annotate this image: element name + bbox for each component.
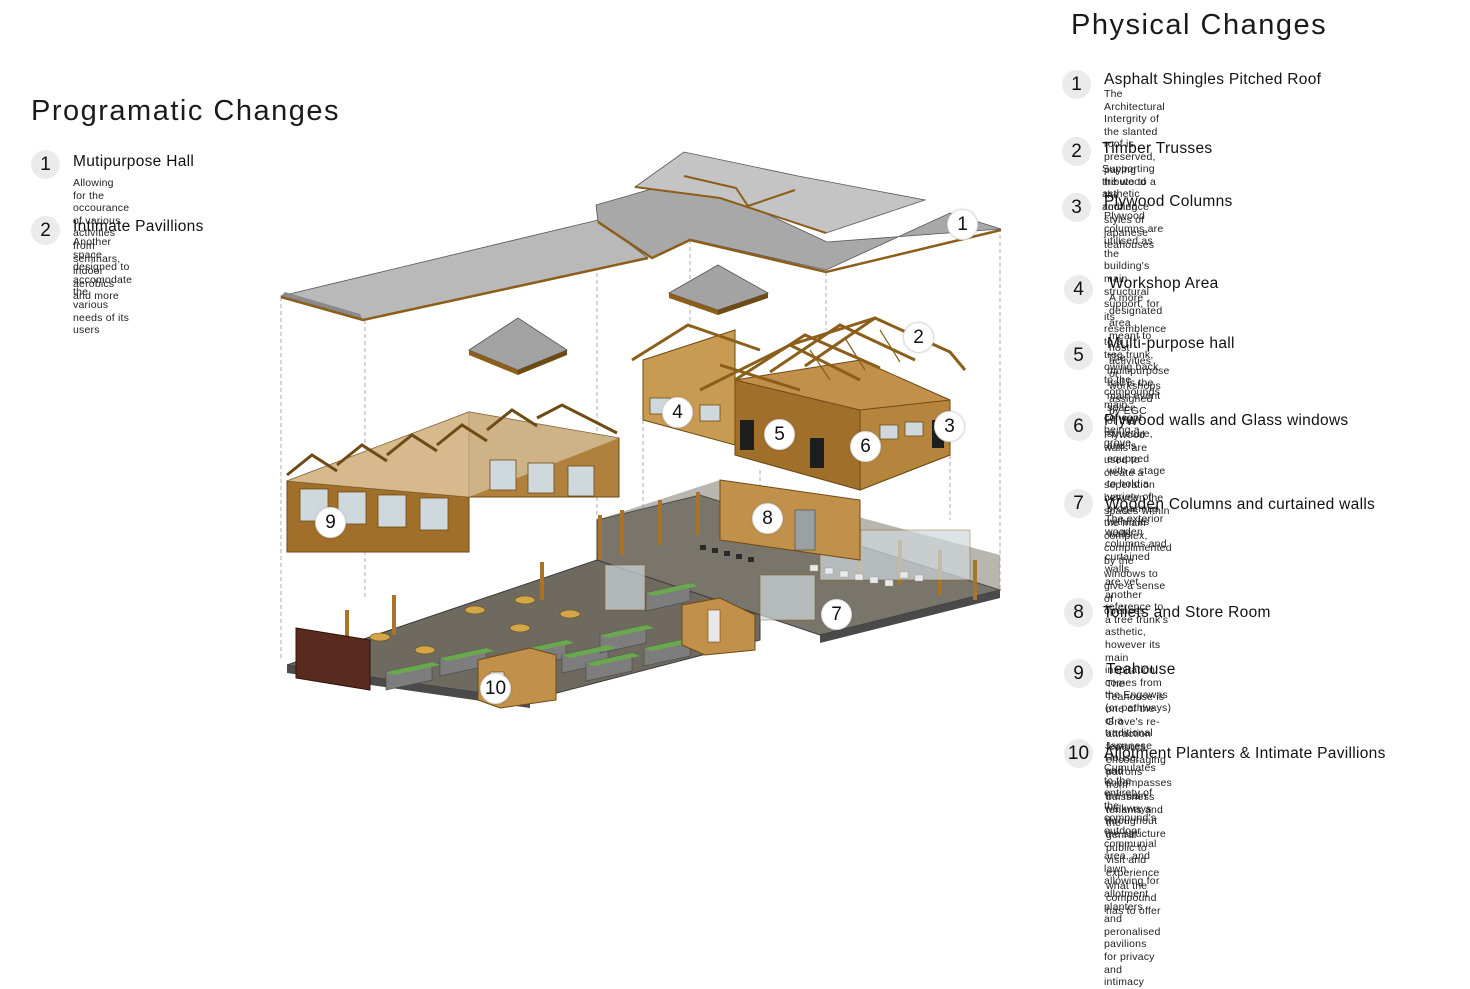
diagram-callout-2: 2: [903, 322, 934, 353]
number-badge: 9: [1064, 659, 1093, 688]
teahouse-pyramid-roof: [468, 317, 568, 375]
item-description: The Architectural Intergrity of the slan…: [1104, 88, 1165, 252]
diagram-callout-4: 4: [662, 397, 693, 428]
item-description: Plywood columns are utilised as the buil…: [1104, 210, 1167, 449]
number-badge: 3: [1062, 193, 1091, 222]
item-title: Teahouse: [1106, 661, 1176, 678]
item-description: A more designated area meant to host act…: [1109, 292, 1163, 418]
diagram-callout-7: 7: [821, 599, 852, 630]
number-badge: 6: [1064, 412, 1093, 441]
item-title: Plywood walls and Glass windows: [1104, 412, 1349, 429]
diagram-callout-6: 6: [850, 431, 881, 462]
item-title: Toilets and Store Room: [1103, 604, 1271, 621]
main-roof: [279, 151, 1002, 322]
number-badge: 2: [1062, 137, 1091, 166]
diagram-callout-5: 5: [764, 419, 795, 450]
main-hall-block: [631, 316, 967, 491]
diagram-callout-10: 10: [480, 673, 511, 704]
diagram-callout-9: 9: [315, 507, 346, 538]
number-badge: 1: [1062, 70, 1091, 99]
diagram-callout-1: 1: [947, 209, 978, 240]
number-badge: 1: [31, 150, 60, 179]
item-title: Timber Trusses: [1102, 140, 1213, 157]
item-title: Workshop Area: [1109, 275, 1219, 292]
number-badge: 10: [1064, 739, 1093, 768]
item-title: Multi-purpose hall: [1107, 335, 1235, 352]
item-description: The multipurpose hall is the main event …: [1107, 352, 1170, 541]
number-badge: 5: [1064, 341, 1093, 370]
exploded-axonometric-diagram: [279, 151, 1002, 709]
item-title: Plywood Columns: [1104, 193, 1233, 210]
ground-floor-plan: [286, 479, 1002, 709]
number-badge: 2: [31, 216, 60, 245]
item-title: Wooden Columns and curtained walls: [1105, 496, 1376, 513]
number-badge: 7: [1064, 489, 1093, 518]
number-badge: 4: [1064, 275, 1093, 304]
item-title: Mutipurpose Hall: [73, 153, 195, 170]
physical-changes-heading: Physical Changes: [1071, 9, 1328, 41]
item-description: Supporting the wood asthetic ambience: [1102, 163, 1155, 213]
item-title: Intimate Pavillions: [73, 218, 204, 235]
workshop-pyramid-roof: [668, 264, 769, 315]
item-description: Plywood walls are used to create a seper…: [1104, 429, 1172, 618]
diagram-callout-3: 3: [934, 411, 965, 442]
item-title: Allotment Planters & Intimate Pavillions: [1104, 745, 1386, 762]
diagram-callout-8: 8: [752, 503, 783, 534]
number-badge: 8: [1064, 598, 1093, 627]
item-description: Another space designed to accomodate the…: [73, 236, 133, 337]
item-description: Allowing for the occourance of various a…: [73, 177, 130, 303]
item-title: Asphalt Shingles Pitched Roof: [1104, 71, 1322, 88]
programmatic-changes-heading: Programatic Changes: [31, 95, 340, 127]
